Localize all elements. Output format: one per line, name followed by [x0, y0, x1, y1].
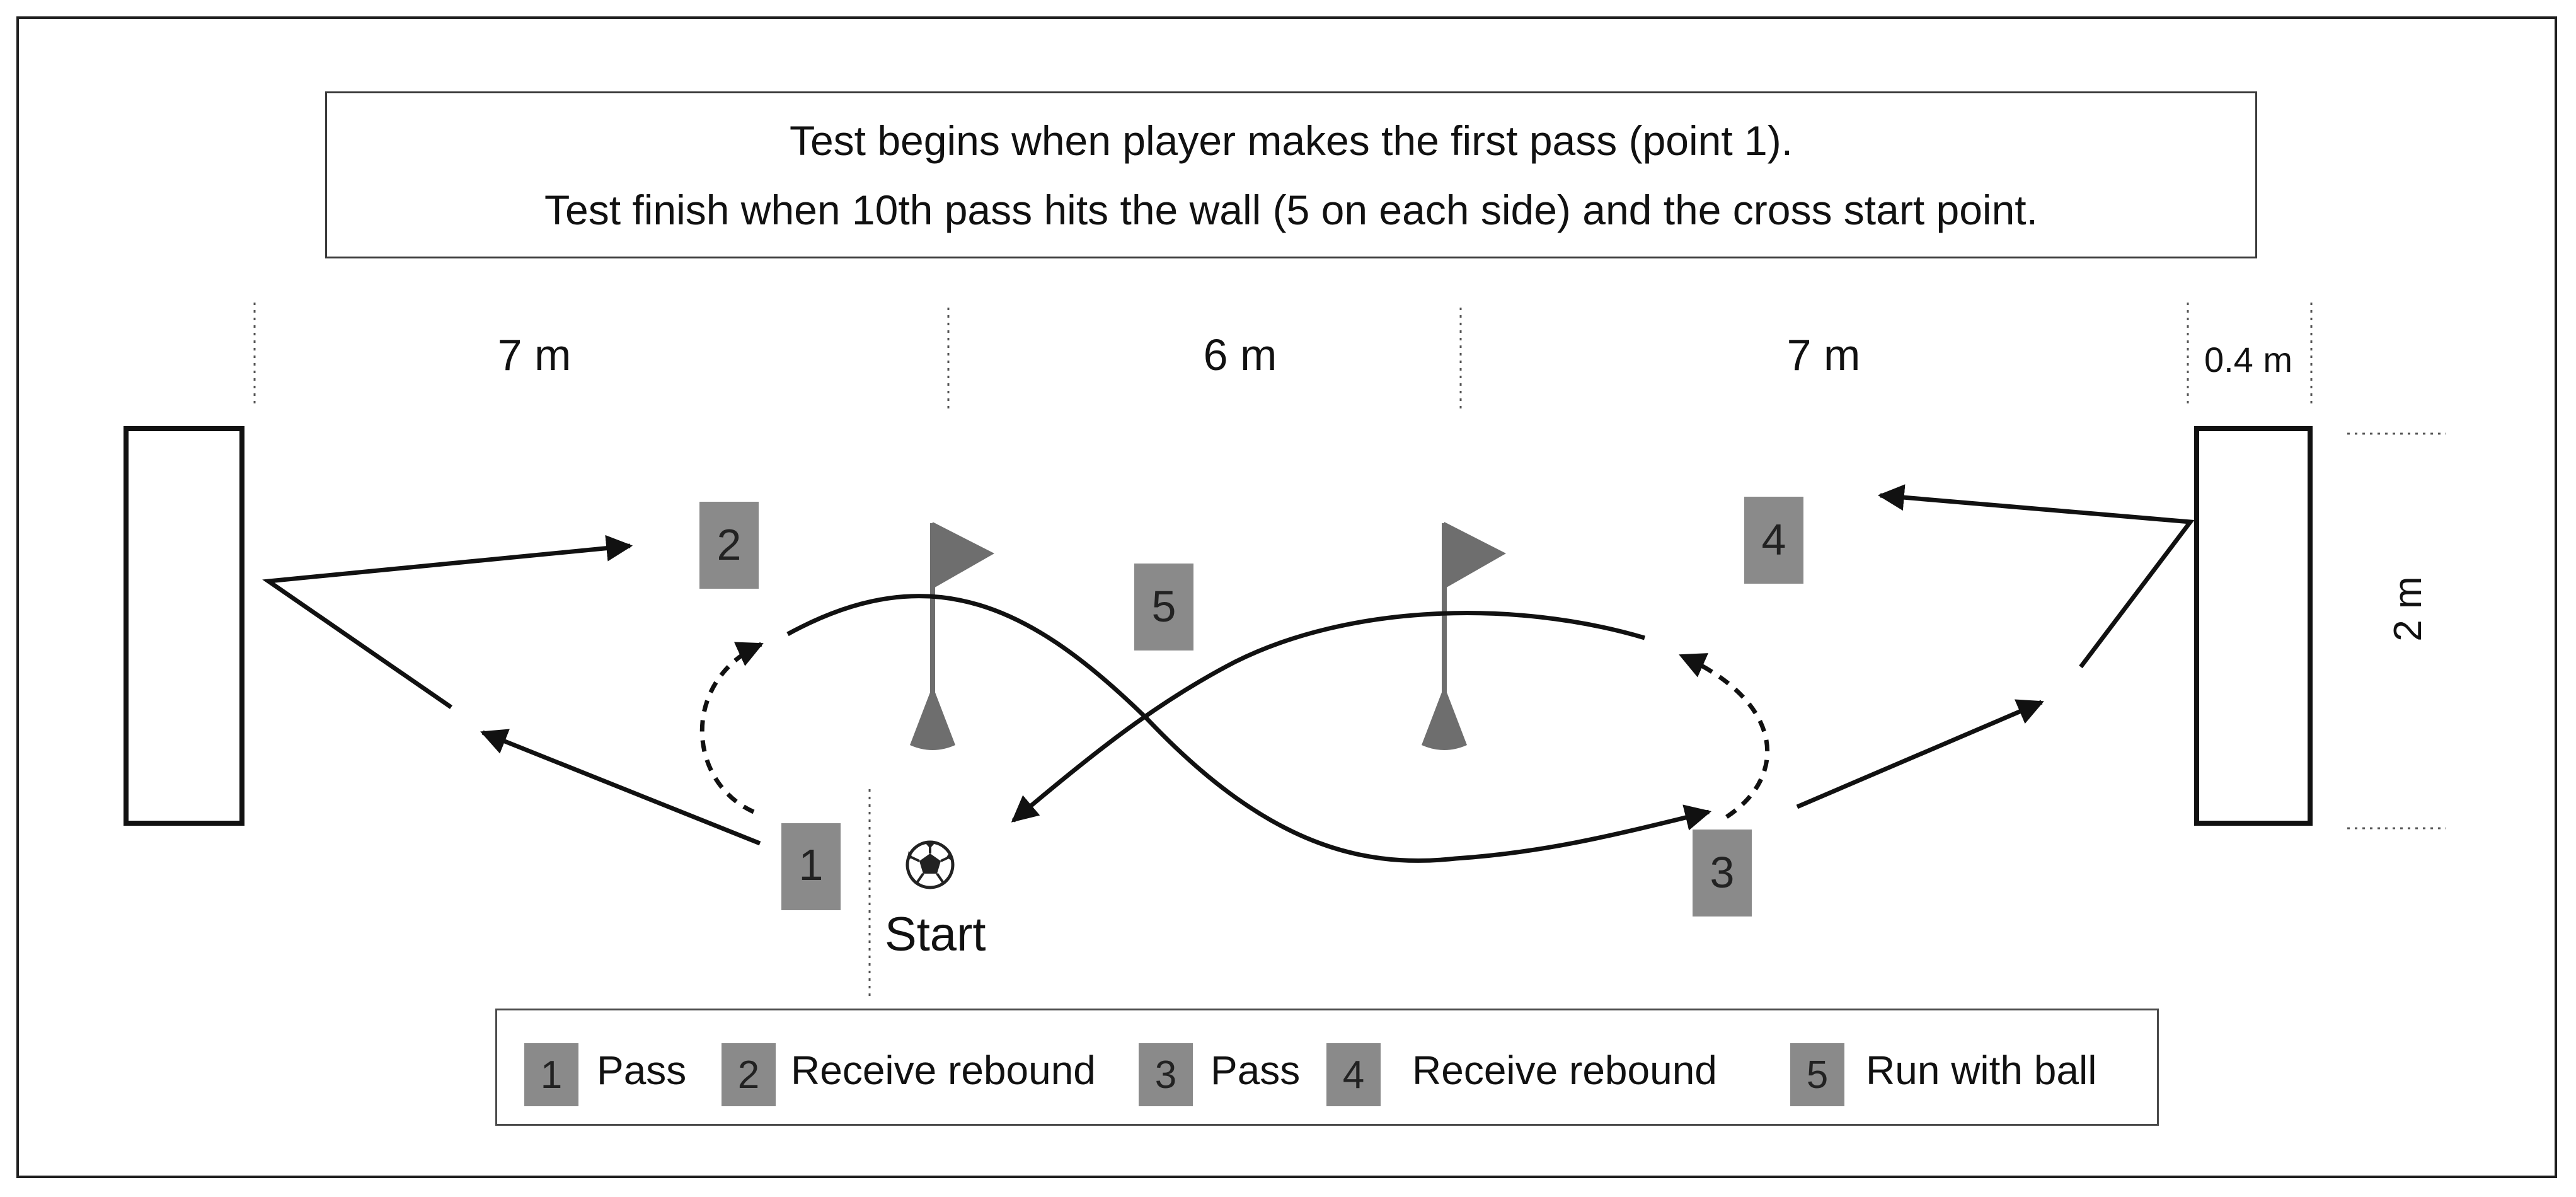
- marker-label: 2: [717, 520, 742, 569]
- dim-right-gap: 7 m: [1787, 330, 1861, 379]
- legend-label-run-with-ball: Run with ball: [1866, 1048, 2097, 1093]
- marker-3: 3: [1693, 830, 1752, 917]
- pass-arrow-3: [1796, 699, 2044, 809]
- rebound-arrow-4: [1877, 484, 2195, 669]
- flag-left: [910, 522, 994, 750]
- run-path-upper: [786, 594, 1712, 863]
- flag-pennant: [1444, 522, 1506, 589]
- legend-label-receive-rebound: Receive rebound: [791, 1048, 1096, 1093]
- dimension-guides: [253, 303, 2446, 996]
- marker-label: 4: [1762, 515, 1786, 564]
- marker-2: 2: [699, 502, 759, 589]
- dashed-arrow-right: [1679, 653, 1770, 819]
- marker-box: [1134, 564, 1193, 651]
- right-wall: [2194, 426, 2313, 826]
- diagram-frame: [16, 16, 2557, 1178]
- instruction-line-1: Test begins when player makes the first …: [789, 117, 1793, 164]
- marker-box: [781, 823, 841, 910]
- cone-base: [910, 686, 955, 750]
- legend-num-5: 5: [1790, 1043, 1844, 1106]
- dashed-arrows: [699, 642, 1770, 819]
- marker-4: 4: [1744, 497, 1803, 584]
- marker-box: [699, 502, 759, 589]
- marker-box: [1693, 830, 1752, 917]
- legend-num-2: 2: [722, 1043, 776, 1106]
- marker-5: 5: [1134, 564, 1193, 651]
- legend: 1 Pass 2 Receive rebound 3 Pass 4 Receiv…: [495, 1009, 2159, 1126]
- marker-label: 5: [1152, 582, 1176, 631]
- instructions-box: Test begins when player makes the first …: [325, 91, 2257, 258]
- cone-base: [1422, 686, 1467, 750]
- dim-wall-thickness: 0.4 m: [2204, 340, 2292, 379]
- legend-num-4: 4: [1326, 1043, 1381, 1106]
- marker-box: [1744, 497, 1803, 584]
- ball-edge-patches: [907, 843, 952, 861]
- legend-num-3: 3: [1139, 1043, 1193, 1106]
- marker-label: 3: [1710, 848, 1735, 897]
- run-path-return: [1011, 611, 1645, 823]
- legend-label-pass: Pass: [597, 1048, 687, 1093]
- ball-center-patch: [919, 853, 941, 874]
- dim-center-gap: 6 m: [1204, 330, 1277, 379]
- dim-wall-height: 2 m: [2386, 576, 2430, 641]
- instruction-line-2: Test finish when 10th pass hits the wall…: [544, 186, 2038, 233]
- dim-left-gap: 7 m: [498, 330, 572, 379]
- rebound-arrow-2: [262, 535, 633, 709]
- soccer-ball-icon: [906, 840, 955, 889]
- pass-arrows: [262, 484, 2195, 863]
- flag-right: [1422, 522, 1506, 750]
- marker-label: 1: [799, 840, 824, 889]
- left-wall: [124, 426, 244, 826]
- legend-num-1: 1: [524, 1043, 578, 1106]
- legend-label-pass-2: Pass: [1210, 1048, 1301, 1093]
- pass-arrow-1: [480, 729, 761, 846]
- dashed-arrow-left: [699, 642, 764, 814]
- flag-pennant: [933, 522, 994, 589]
- marker-1: 1: [781, 823, 841, 910]
- legend-label-receive-rebound-2: Receive rebound: [1412, 1048, 1717, 1093]
- start-label: Start: [885, 908, 986, 961]
